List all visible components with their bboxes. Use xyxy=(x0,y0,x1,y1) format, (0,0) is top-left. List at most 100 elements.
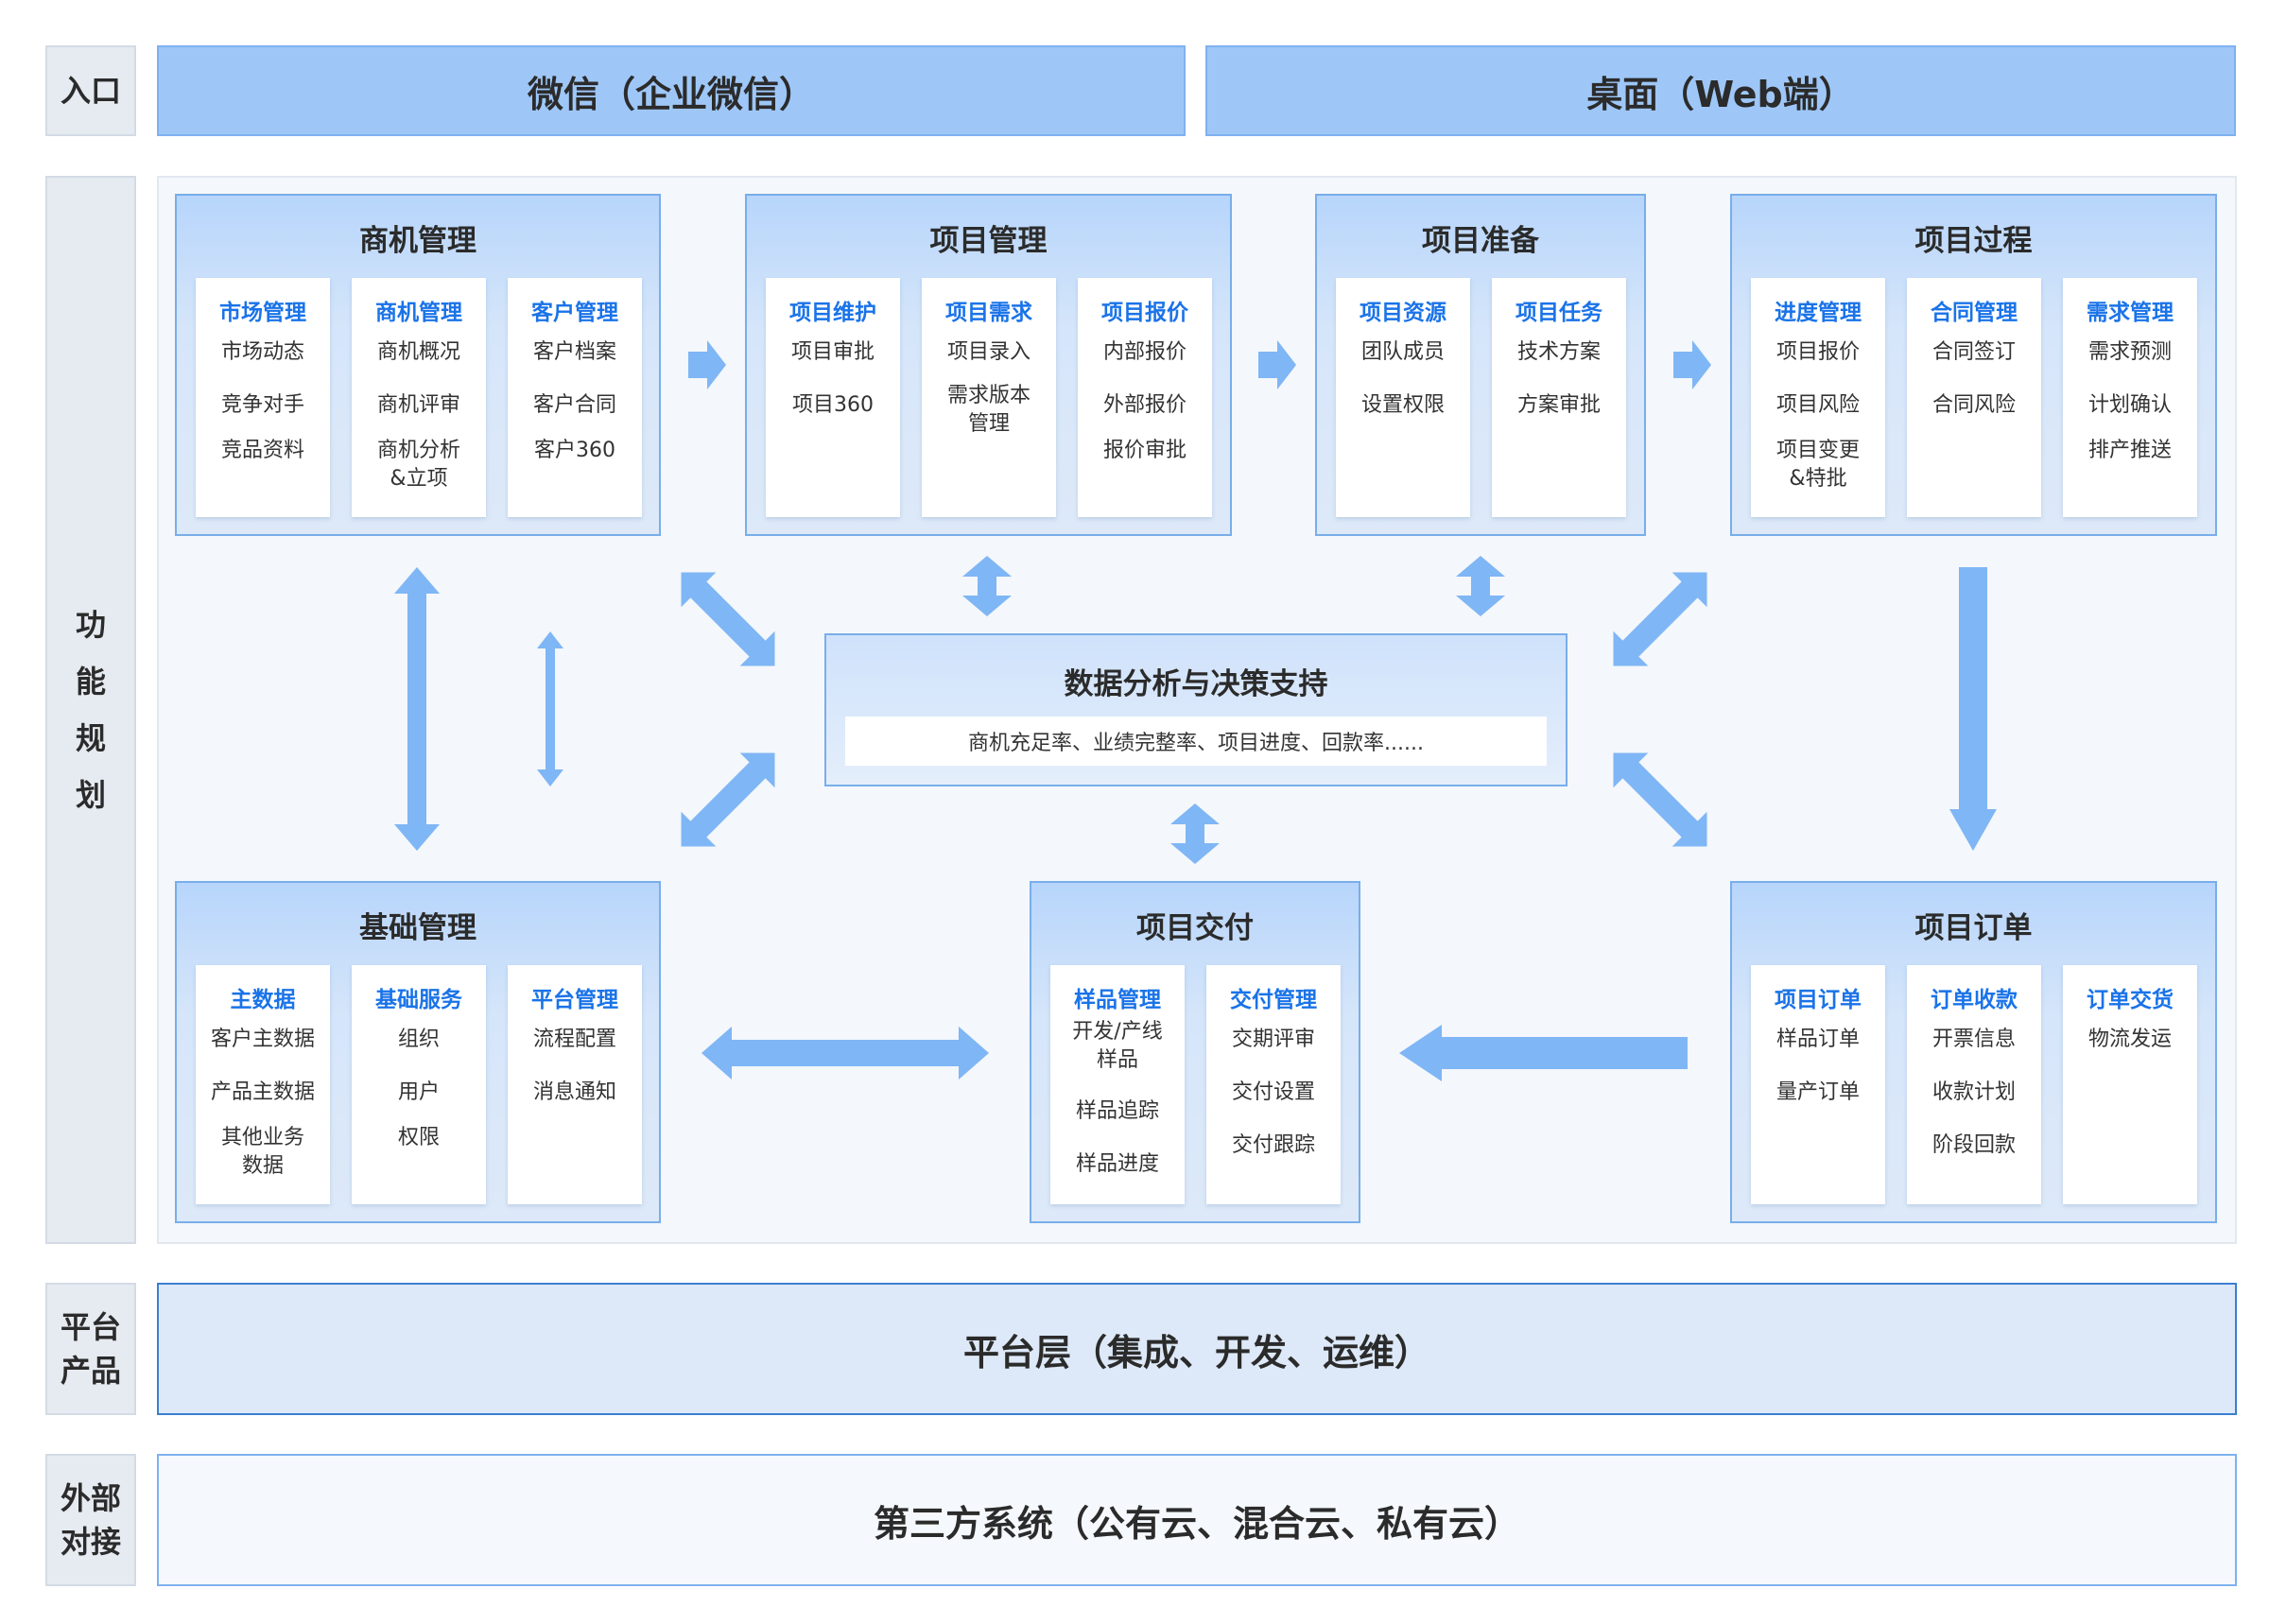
data-analysis-box[interactable]: 数据分析与决策支持 商机充足率、业绩完整率、项目进度、回款率...... xyxy=(824,633,1568,786)
column-item: 团队成员 xyxy=(1360,340,1445,364)
third-party-systems[interactable]: 第三方系统（公有云、混合云、私有云） xyxy=(157,1454,2237,1586)
column-item: 开发/产线 样品 xyxy=(1072,1020,1163,1072)
entry-label: 入口 xyxy=(45,45,136,136)
column-item: 竞争对手 xyxy=(220,393,304,417)
double-arrow-icon xyxy=(962,556,1012,616)
column-item: 外部报价 xyxy=(1102,393,1186,417)
column-head: 合同管理 xyxy=(1931,301,2018,325)
module-column[interactable]: 项目报价 内部报价 外部报价 报价审批 xyxy=(1078,278,1212,517)
column-head: 需求管理 xyxy=(2087,301,2174,325)
column-item: 开票信息 xyxy=(1931,1028,2016,1051)
column-item: 交付跟踪 xyxy=(1231,1133,1315,1157)
column-item: 排产推送 xyxy=(2087,439,2172,462)
module-project-process[interactable]: 项目过程 进度管理 项目报价 项目风险 项目变更 &特批 合同管理 合同签订 合… xyxy=(1730,194,2217,536)
module-column[interactable]: 样品管理 开发/产线 样品 样品追踪 样品进度 xyxy=(1050,965,1185,1204)
column-head: 平台管理 xyxy=(531,988,618,1012)
diagonal-arrow-icon xyxy=(1613,572,1707,666)
column-item: 用户 xyxy=(397,1080,440,1104)
external-label: 外部 对接 xyxy=(45,1454,136,1586)
column-head: 商机管理 xyxy=(375,301,462,325)
column-item: 组织 xyxy=(397,1028,440,1051)
column-item: 项目审批 xyxy=(790,340,875,364)
module-column[interactable]: 市场管理 市场动态 竞争对手 竞品资料 xyxy=(196,278,330,517)
module-column[interactable]: 主数据 客户主数据 产品主数据 其他业务 数据 xyxy=(196,965,330,1204)
column-item: 样品追踪 xyxy=(1075,1099,1159,1123)
column-item: 项目360 xyxy=(792,393,874,417)
module-column[interactable]: 平台管理 流程配置 消息通知 xyxy=(508,965,642,1204)
module-column[interactable]: 项目需求 项目录入 需求版本 管理 xyxy=(922,278,1056,517)
column-item: 设置权限 xyxy=(1360,393,1445,417)
double-arrow-icon xyxy=(1456,556,1505,616)
left-arrow-icon xyxy=(1399,1025,1688,1081)
column-head: 交付管理 xyxy=(1230,988,1317,1012)
function-label: 功 能 规 划 xyxy=(45,176,136,1244)
column-item: 量产订单 xyxy=(1775,1080,1860,1104)
module-title: 项目准备 xyxy=(1422,224,1539,258)
module-opportunity[interactable]: 商机管理 市场管理 市场动态 竞争对手 竞品资料 商机管理 商机概况 商机评审 … xyxy=(175,194,661,536)
module-column[interactable]: 基础服务 组织 用户 权限 xyxy=(352,965,486,1204)
module-project-management[interactable]: 项目管理 项目维护 项目审批 项目360 项目需求 项目录入 需求版本 管理 项… xyxy=(745,194,1232,536)
center-title: 数据分析与决策支持 xyxy=(1064,667,1328,701)
column-item: 计划确认 xyxy=(2087,393,2172,417)
module-column[interactable]: 项目维护 项目审批 项目360 xyxy=(766,278,900,517)
module-column[interactable]: 项目订单 样品订单 量产订单 xyxy=(1751,965,1885,1204)
module-title: 基础管理 xyxy=(359,911,476,945)
module-column[interactable]: 商机管理 商机概况 商机评审 商机分析 &立项 xyxy=(352,278,486,517)
platform-layer[interactable]: 平台层（集成、开发、运维） xyxy=(157,1283,2237,1415)
column-item: 报价审批 xyxy=(1102,439,1186,462)
desktop-entry[interactable]: 桌面（Web端） xyxy=(1205,45,2236,136)
diagonal-arrow-icon xyxy=(681,572,775,666)
module-column[interactable]: 合同管理 合同签订 合同风险 xyxy=(1907,278,2041,517)
column-item: 客户档案 xyxy=(532,340,616,364)
column-item: 客户360 xyxy=(534,439,615,462)
column-item: 项目录入 xyxy=(946,340,1031,364)
module-project-delivery[interactable]: 项目交付 样品管理 开发/产线 样品 样品追踪 样品进度 交付管理 交期评审 交… xyxy=(1030,881,1360,1223)
module-project-order[interactable]: 项目订单 项目订单 样品订单 量产订单 订单收款 开票信息 收款计划 阶段回款 … xyxy=(1730,881,2217,1223)
column-head: 市场管理 xyxy=(219,301,306,325)
module-column[interactable]: 进度管理 项目报价 项目风险 项目变更 &特批 xyxy=(1751,278,1885,517)
module-column[interactable]: 需求管理 需求预测 计划确认 排产推送 xyxy=(2063,278,2197,517)
column-item: 收款计划 xyxy=(1931,1080,2016,1104)
column-item: 产品主数据 xyxy=(210,1080,315,1104)
module-title: 项目订单 xyxy=(1914,911,2033,945)
column-head: 项目资源 xyxy=(1360,301,1446,325)
module-project-preparation[interactable]: 项目准备 项目资源 团队成员 设置权限 项目任务 技术方案 方案审批 xyxy=(1315,194,1646,536)
column-item: 商机概况 xyxy=(376,340,460,364)
column-item: 物流发运 xyxy=(2087,1028,2172,1051)
column-item: 权限 xyxy=(397,1126,440,1149)
column-item: 商机分析 &立项 xyxy=(376,439,460,491)
double-arrow-icon xyxy=(537,631,563,786)
column-item: 阶段回款 xyxy=(1931,1133,2016,1157)
module-column[interactable]: 客户管理 客户档案 客户合同 客户360 xyxy=(508,278,642,517)
module-column[interactable]: 订单收款 开票信息 收款计划 阶段回款 xyxy=(1907,965,2041,1204)
wechat-entry[interactable]: 微信（企业微信） xyxy=(157,45,1186,136)
column-item: 需求预测 xyxy=(2087,340,2172,364)
column-item: 项目报价 xyxy=(1775,340,1860,364)
module-column[interactable]: 交付管理 交期评审 交付设置 交付跟踪 xyxy=(1206,965,1341,1204)
down-arrow-icon xyxy=(1949,567,1997,851)
double-arrow-icon xyxy=(701,1027,989,1080)
right-arrow-icon xyxy=(1258,340,1296,389)
center-subtitle: 商机充足率、业绩完整率、项目进度、回款率...... xyxy=(845,717,1547,766)
module-title: 项目交付 xyxy=(1136,911,1254,945)
column-item: 项目变更 &特批 xyxy=(1775,439,1860,491)
module-column[interactable]: 项目资源 团队成员 设置权限 xyxy=(1336,278,1470,517)
column-head: 样品管理 xyxy=(1074,988,1161,1012)
column-item: 交付设置 xyxy=(1231,1080,1315,1104)
column-item: 客户合同 xyxy=(532,393,616,417)
module-column[interactable]: 项目任务 技术方案 方案审批 xyxy=(1492,278,1626,517)
module-title: 项目管理 xyxy=(929,224,1048,258)
diagonal-arrow-icon xyxy=(1613,752,1707,847)
module-column[interactable]: 订单交货 物流发运 xyxy=(2063,965,2197,1204)
column-item: 方案审批 xyxy=(1516,393,1601,417)
module-basic-management[interactable]: 基础管理 主数据 客户主数据 产品主数据 其他业务 数据 基础服务 组织 用户 … xyxy=(175,881,661,1223)
column-head: 项目订单 xyxy=(1775,988,1862,1012)
column-head: 订单收款 xyxy=(1931,988,2018,1012)
double-arrow-icon xyxy=(1170,803,1220,864)
column-item: 竞品资料 xyxy=(220,439,304,462)
column-item: 交期评审 xyxy=(1231,1028,1315,1051)
platform-label: 平台 产品 xyxy=(45,1283,136,1415)
column-head: 基础服务 xyxy=(375,988,462,1012)
column-item: 合同风险 xyxy=(1931,393,2016,417)
column-head: 主数据 xyxy=(230,988,296,1012)
